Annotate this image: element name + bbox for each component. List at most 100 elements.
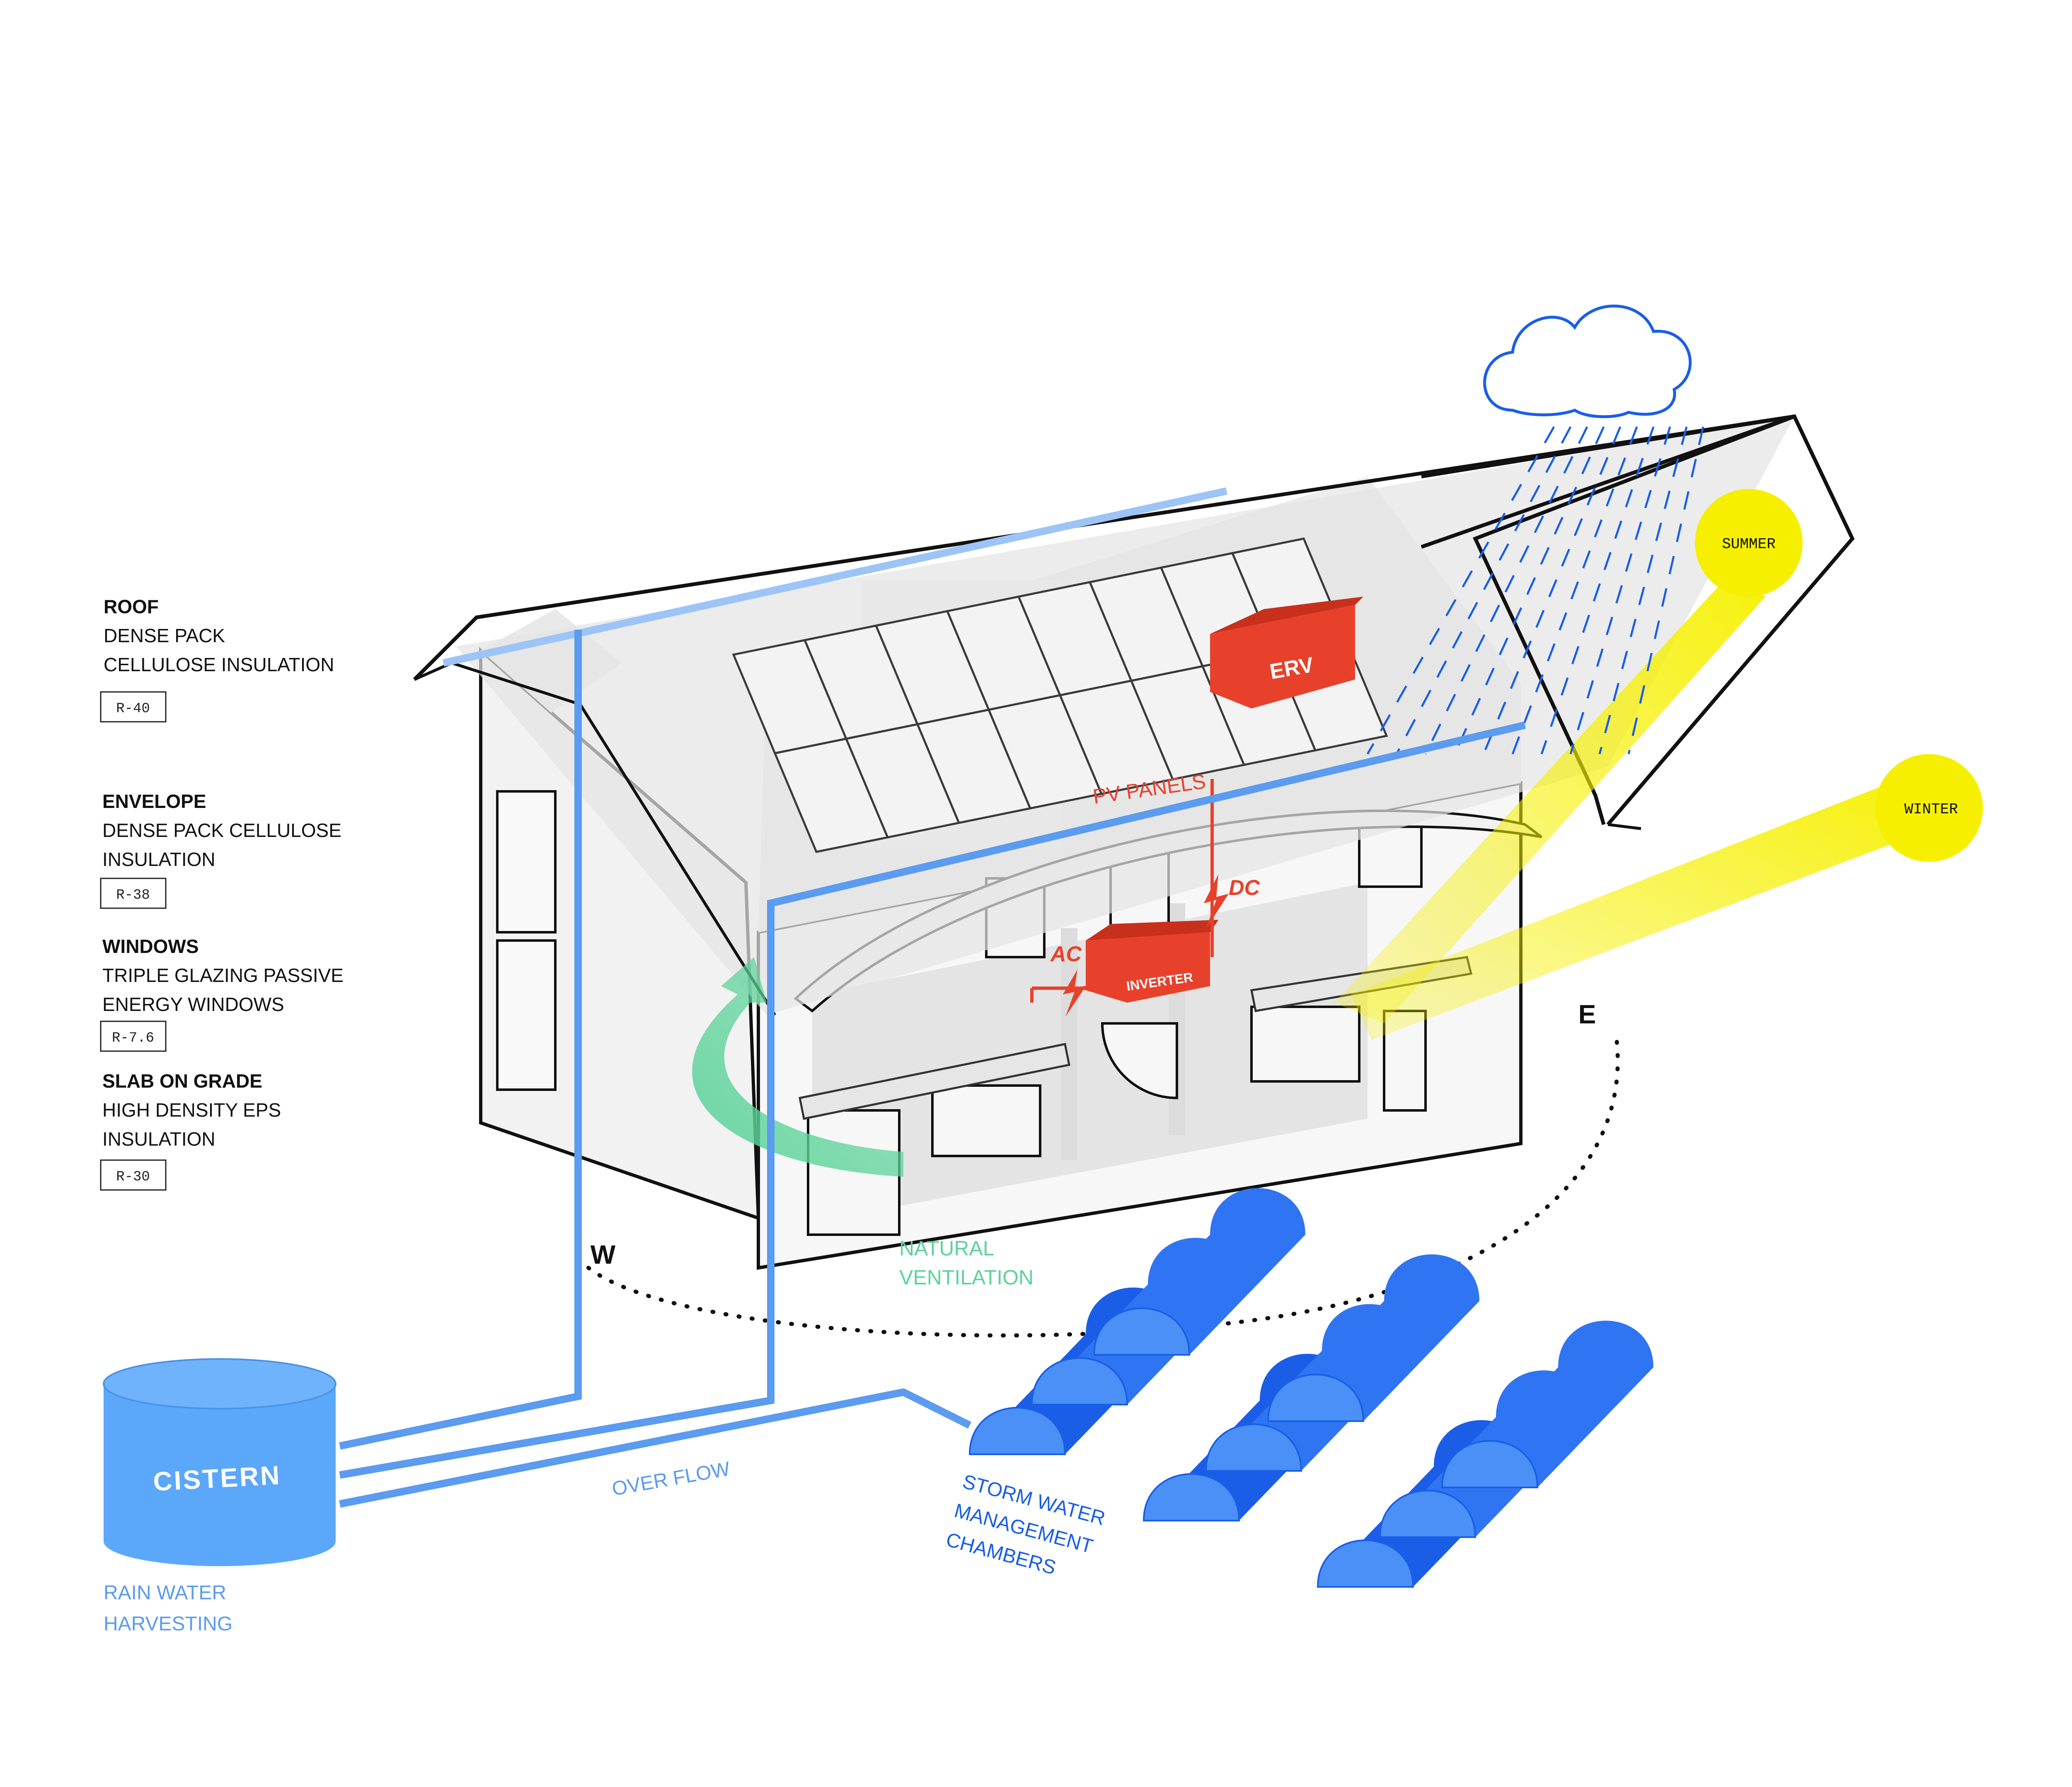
storm-chamber-end (1143, 1473, 1240, 1521)
legend-line: HIGH DENSITY EPS (102, 1099, 281, 1121)
dc-label: DC (1229, 876, 1261, 900)
roof-edge (1421, 414, 1855, 826)
sunshade (799, 1043, 1070, 1120)
rain-drop (1453, 426, 1605, 755)
insulation-legend: ROOF DENSE PACK CELLULOSE INSULATION R-4… (100, 596, 344, 1191)
gutter-line (443, 487, 1227, 667)
cistern-bottom (104, 1516, 336, 1566)
storm-chamber-end (1441, 1440, 1539, 1488)
storm-water-chambers (968, 1188, 1653, 1588)
rain-drop (1540, 426, 1655, 754)
storm-chamber-end (1093, 1307, 1191, 1356)
ventilation-flow (692, 957, 903, 1177)
rain-drop (1482, 426, 1622, 754)
window (931, 1084, 1041, 1157)
r-value-box (100, 691, 167, 723)
overflow-pipe (339, 1388, 972, 1508)
summer-sunbeam (1334, 576, 1765, 1023)
erv-box-top (1210, 597, 1363, 634)
storm-chamber-end (1267, 1373, 1365, 1422)
legend-item-envelope: ENVELOPE DENSE PACK CELLULOSE INSULATION… (100, 791, 341, 909)
r-value-box (100, 1020, 167, 1052)
rain-drop (1627, 426, 1704, 754)
r-value: R-7.6 (112, 1030, 154, 1046)
winter-label: WINTER (1904, 801, 1958, 818)
legend-item-slab: SLAB ON GRADE HIGH DENSITY EPS INSULATIO… (100, 1070, 281, 1191)
summer-sun (1695, 489, 1803, 597)
r-value: R-30 (116, 1169, 150, 1185)
ventilation-label-line1: NATURAL (899, 1237, 995, 1260)
cistern-tank: CISTERN (103, 1358, 336, 1566)
storm-chamber (1268, 1254, 1479, 1421)
summer-label: SUMMER (1722, 536, 1776, 553)
rain-drop (1424, 426, 1588, 755)
cloud-icon (1483, 305, 1692, 418)
storm-chamber (1442, 1320, 1653, 1487)
gable-window (496, 939, 557, 1091)
storm-chamber-end (1379, 1490, 1477, 1538)
storm-chamber-end (1031, 1357, 1128, 1405)
rain-drop (1511, 426, 1638, 754)
r-value-box (100, 1159, 167, 1191)
roof-edge (413, 414, 1795, 681)
window (1250, 1006, 1360, 1083)
r-value: R-40 (116, 701, 150, 717)
foundation-line (480, 1121, 1521, 1270)
legend-line: DENSE PACK CELLULOSE (102, 820, 341, 841)
legend-line: TRIPLE GLAZING PASSIVE (102, 965, 344, 986)
west-label: W (591, 1240, 616, 1270)
winter-sunbeam (1351, 783, 1910, 1040)
r-value-box (100, 878, 167, 909)
inverter-box-top (1086, 920, 1218, 941)
legend-item-roof: ROOF DENSE PACK CELLULOSE INSULATION R-4… (100, 596, 334, 723)
storm-chamber-end (1317, 1539, 1414, 1588)
round-window (1101, 1022, 1178, 1100)
natural-ventilation-arrow (692, 957, 903, 1177)
storm-chamber-end (1205, 1423, 1302, 1472)
legend-title: ROOF (104, 596, 159, 617)
legend-title: WINDOWS (102, 936, 199, 957)
lightning-bolt-icon (1204, 874, 1229, 929)
ac-label: AC (1050, 942, 1082, 966)
cistern-body (104, 1384, 336, 1541)
legend-title: SLAB ON GRADE (102, 1070, 262, 1092)
inverter-unit: INVERTER (1086, 920, 1218, 1003)
rain-cloud (1366, 305, 1704, 755)
downspout-pipe (339, 630, 582, 1450)
harvesting-label-line1: RAIN WATER (104, 1582, 226, 1604)
legend-line: DENSE PACK (104, 625, 225, 646)
roof-fascia (1607, 823, 1641, 830)
roof-edge (1472, 414, 1795, 825)
ventilation-label-line2: VENTILATION (899, 1266, 1034, 1289)
erv-unit: ERV (1210, 597, 1363, 709)
gable-window (496, 790, 557, 933)
erv-box-front (1210, 605, 1355, 709)
legend-line: CELLULOSE INSULATION (104, 654, 334, 675)
roof-fascia (414, 661, 776, 1016)
winter-sun (1875, 754, 1983, 862)
rain-drop (1598, 426, 1688, 754)
legend-line: INSULATION (102, 1128, 215, 1150)
storm-chamber-end (968, 1407, 1066, 1455)
overflow-label: OVER FLOW (610, 1458, 732, 1500)
rain-drops (1366, 426, 1704, 755)
legend-line: ENERGY WINDOWS (102, 994, 284, 1015)
harvesting-label-line2: HARVESTING (104, 1613, 232, 1635)
downspout-pipe (339, 721, 1526, 1479)
legend-line: INSULATION (102, 849, 215, 870)
rain-drop (1569, 426, 1671, 754)
cistern-label: CISTERN (152, 1460, 282, 1497)
rain-drop (1395, 426, 1572, 755)
lightning-bolt-icon (1063, 970, 1086, 1017)
east-label: E (1578, 999, 1596, 1029)
rain-drop (1366, 426, 1555, 755)
inverter-box (1086, 932, 1210, 1003)
r-value: R-38 (116, 887, 150, 903)
storm-chamber (1094, 1188, 1305, 1355)
cistern-top (103, 1358, 336, 1410)
sun-path: SUMMER WINTER (1334, 489, 1983, 1040)
legend-title: ENVELOPE (102, 791, 206, 812)
legend-item-windows: WINDOWS TRIPLE GLAZING PASSIVE ENERGY WI… (100, 936, 344, 1052)
